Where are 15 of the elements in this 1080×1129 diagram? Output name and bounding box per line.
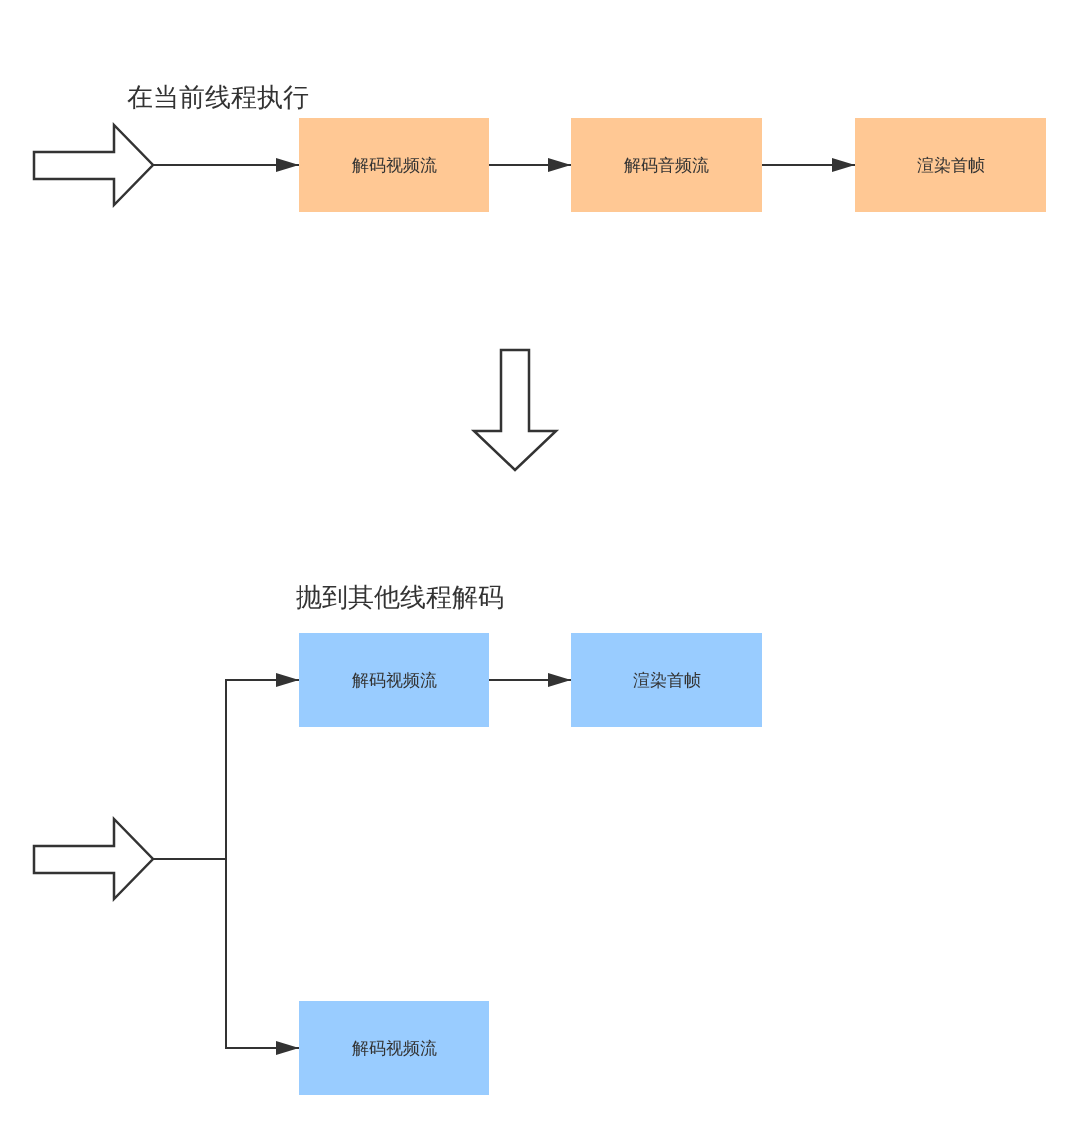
- section-heading: 抛到其他线程解码: [296, 581, 504, 614]
- block-arrow: [33, 124, 154, 206]
- arrow: [488, 673, 572, 687]
- arrow: [761, 158, 856, 172]
- section-heading: 在当前线程执行: [127, 81, 309, 114]
- arrow: [488, 158, 572, 172]
- process-box: 解码视频流: [299, 1001, 489, 1095]
- process-box: 解码视频流: [299, 118, 489, 212]
- arrow: [153, 158, 300, 172]
- process-box: 渲染首帧: [855, 118, 1046, 212]
- process-box: 解码音频流: [571, 118, 762, 212]
- process-box: 解码视频流: [299, 633, 489, 727]
- block-arrow: [33, 818, 154, 900]
- arrow: [153, 858, 300, 1055]
- process-box: 渲染首帧: [571, 633, 762, 727]
